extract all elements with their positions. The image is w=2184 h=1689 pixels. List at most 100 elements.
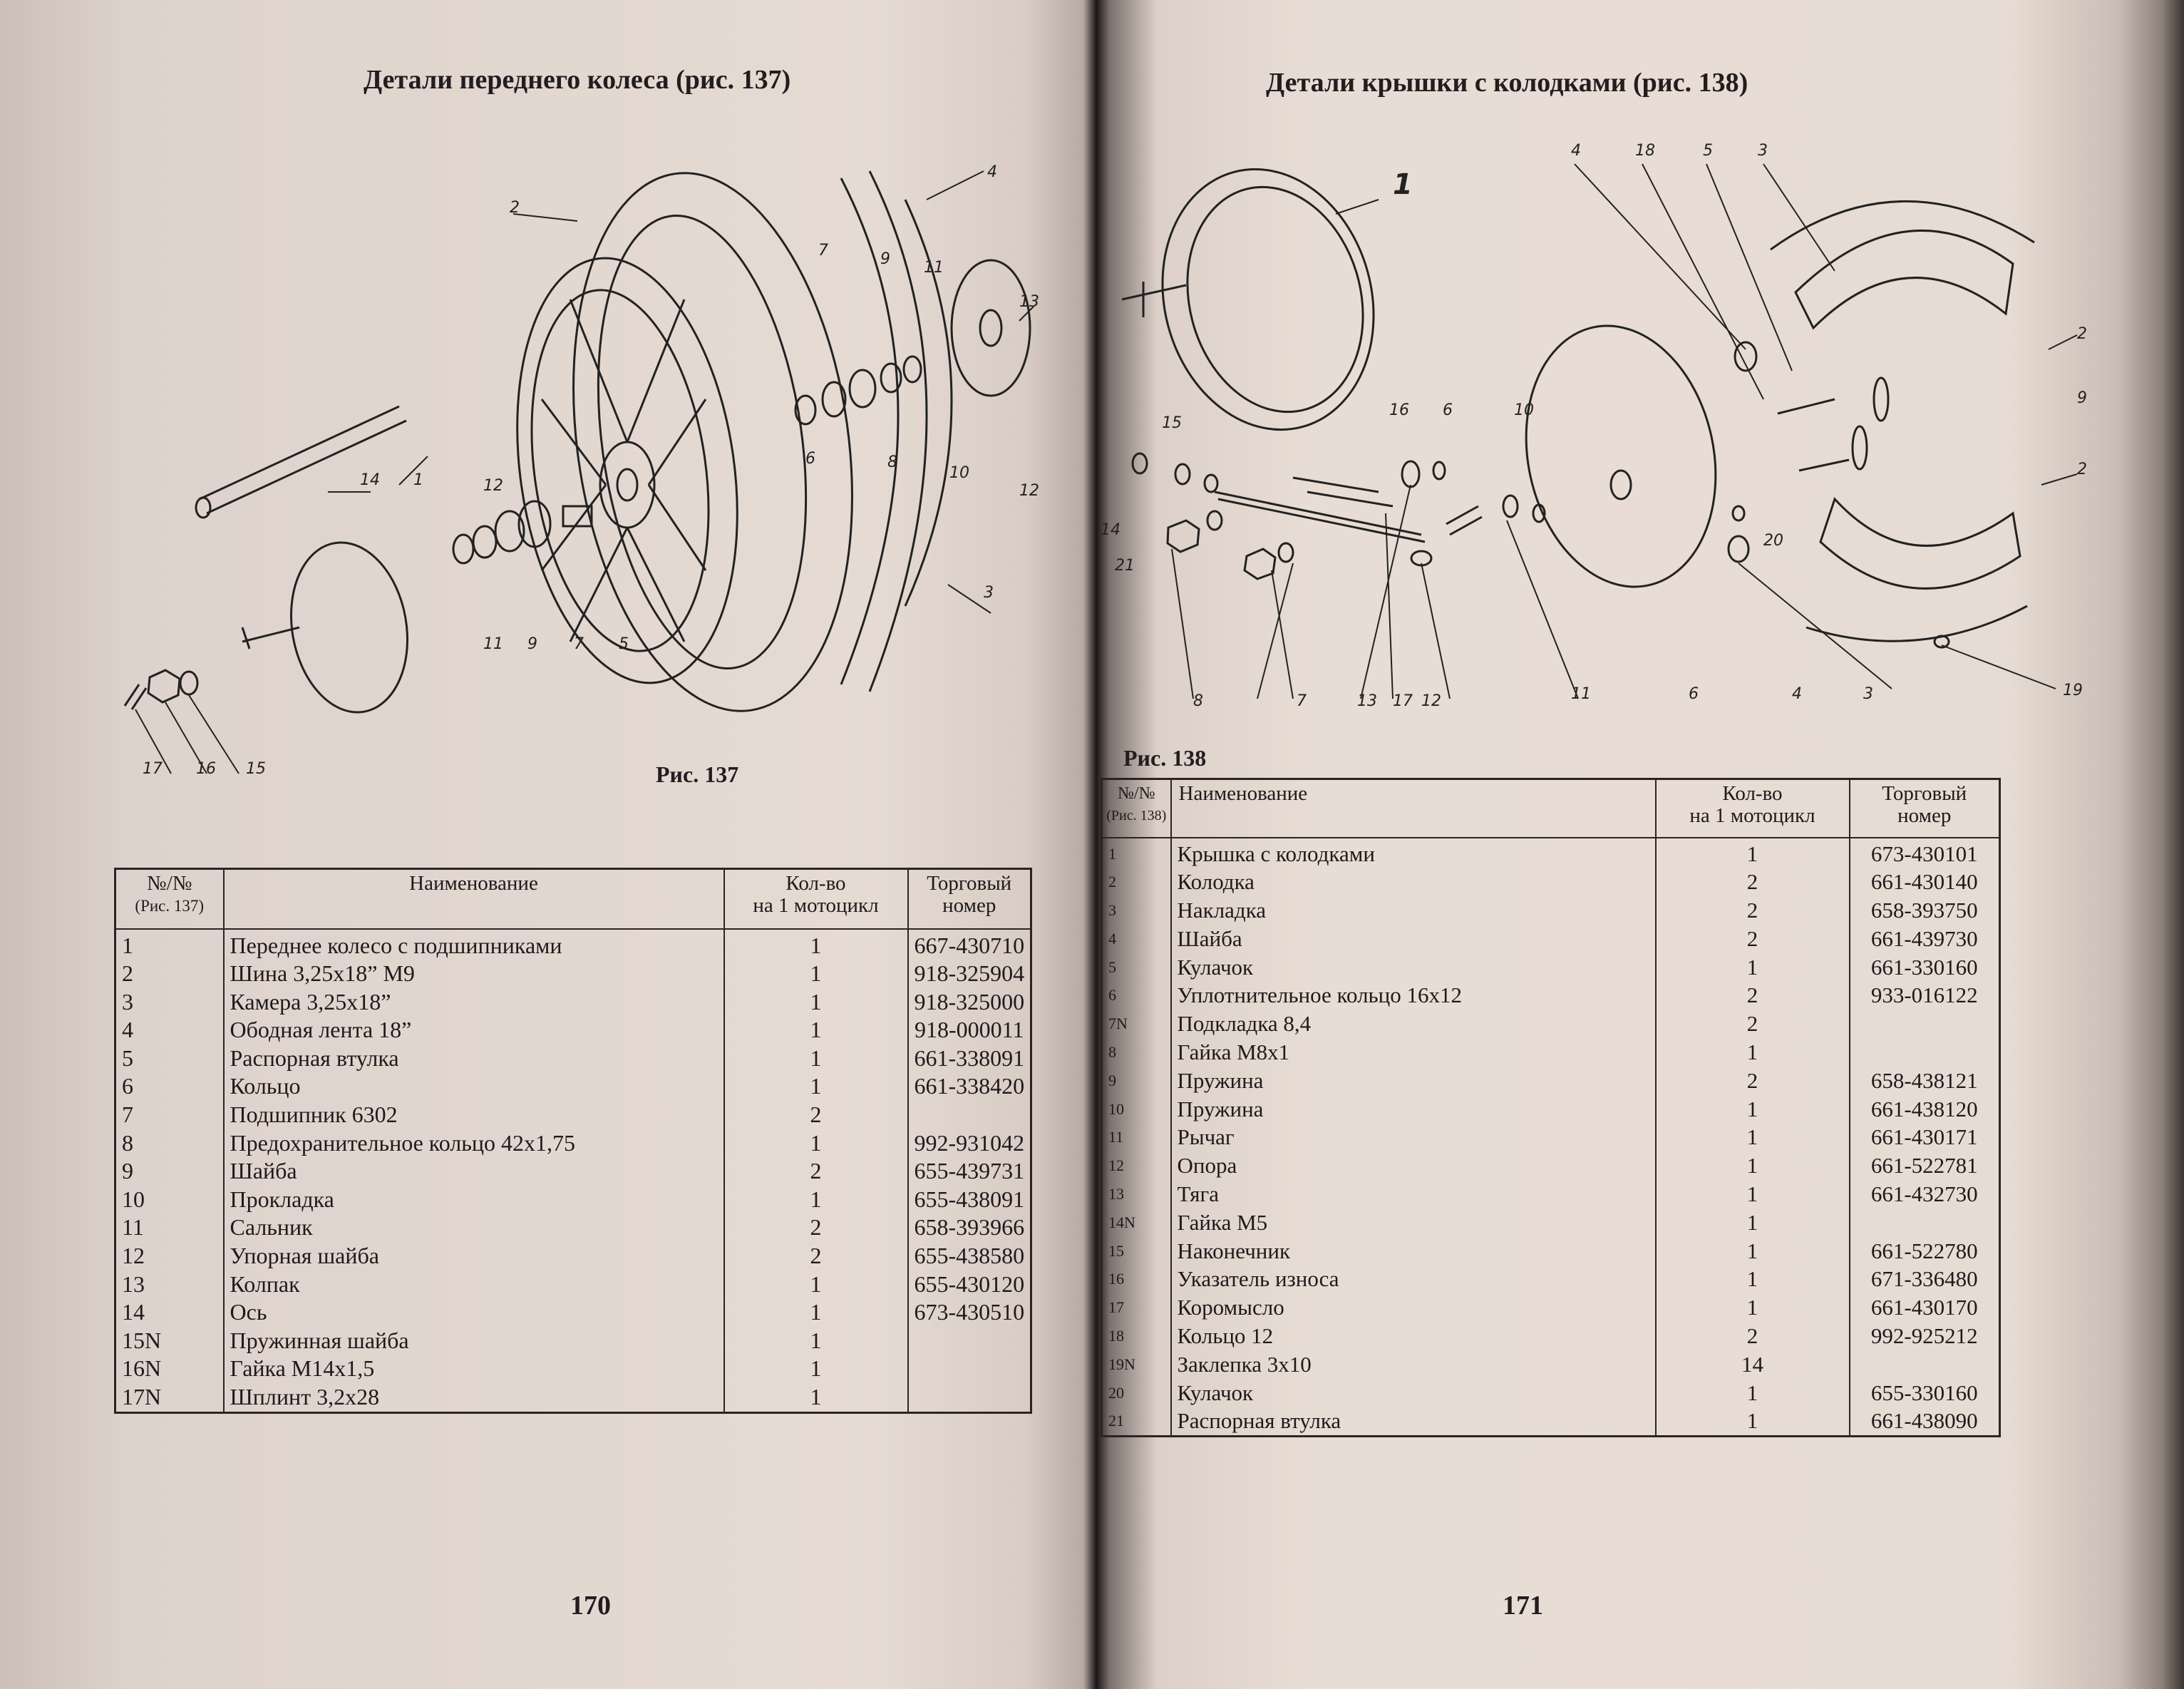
figure-137-callouts: 1 2 3 4 5 6 7 8 9 10 11 12 13 14 15 16 1… (143, 163, 1039, 778)
header-name: Наименование (1170, 778, 1657, 838)
svg-text:2: 2 (2077, 461, 2087, 478)
parts-table-fig-138: №/№ (Рис. 138) Наименование Кол-во на 1 … (1101, 778, 2001, 1438)
table-cell: 1 (1746, 954, 1758, 980)
spring-washer-drawing (179, 670, 199, 696)
table-cell: Наконечник (1177, 1238, 1291, 1263)
figure-caption: Рис. 138 (1123, 745, 1207, 771)
svg-text:16: 16 (1389, 401, 1409, 419)
svg-text:4: 4 (1571, 142, 1581, 160)
table-cell: Тяга (1177, 1181, 1220, 1207)
table-cell: 15 (1108, 1241, 1124, 1260)
table-cell: 1 (810, 1129, 822, 1156)
cap-drawing (950, 259, 1031, 397)
table-cell: 658-393966 (914, 1214, 1025, 1241)
table-cell: 918-325904 (914, 960, 1025, 987)
table-cell: 671-336480 (1870, 1266, 1978, 1292)
svg-text:4: 4 (1792, 685, 1802, 703)
table-cell: 661-438120 (1870, 1096, 1978, 1121)
svg-text:2: 2 (2077, 325, 2087, 343)
table-cell: Гайка М8х1 (1177, 1039, 1290, 1065)
table-cell: 667-430710 (914, 932, 1025, 958)
table-cell: 2 (1746, 869, 1758, 895)
table-cell: 2 (1746, 1011, 1758, 1037)
header-trade-number: Торговый номер (1848, 778, 2001, 838)
table-cell: 1 (810, 988, 822, 1015)
table-cell: 17 (1108, 1298, 1124, 1317)
svg-text:17: 17 (143, 760, 163, 778)
figure-caption: Рис. 137 (656, 761, 739, 787)
table-cell: 4 (1108, 929, 1116, 948)
table-header-row: №/№ (Рис. 138) Наименование Кол-во на 1 … (1101, 778, 2001, 838)
table-cell: 8 (1108, 1043, 1116, 1062)
table-cell: 5 (122, 1044, 133, 1071)
table-cell: 1 (810, 960, 822, 987)
table-cell: 13 (122, 1270, 145, 1297)
table-cell: Гайка М14х1,5 (230, 1355, 375, 1382)
table-cell: Коромысло (1177, 1295, 1284, 1320)
table-cell: 673-430510 (914, 1299, 1025, 1325)
figure-137-exploded-wheel: 1 2 3 4 5 6 7 8 9 10 11 12 13 14 15 16 1… (123, 163, 1039, 778)
table-cell: Шплинт 3,2х28 (230, 1384, 380, 1410)
table-cell: 8 (122, 1129, 133, 1156)
table-cell: Рычаг (1177, 1124, 1235, 1150)
table-cell: 661-430171 (1870, 1124, 1978, 1150)
table-cell: 1 (1746, 1181, 1758, 1207)
svg-text:1: 1 (1393, 168, 1413, 201)
table-cell: 6 (1108, 986, 1116, 1005)
table-cell: 661-430170 (1870, 1295, 1978, 1320)
table-cell: Прокладка (230, 1186, 334, 1212)
svg-text:11: 11 (924, 259, 944, 277)
table-cell: Шайба (230, 1158, 297, 1184)
table-cell: 1 (810, 1017, 822, 1043)
table-cell: 1 (1746, 1209, 1758, 1235)
table-cell: 661-430140 (1870, 869, 1978, 895)
header-quantity: Кол-во на 1 мотоцикл (723, 868, 909, 930)
table-cell: 1 (1746, 1039, 1758, 1065)
svg-text:10: 10 (1514, 401, 1534, 419)
table-cell: 2 (1746, 982, 1758, 1008)
table-cell: 16 (1108, 1270, 1124, 1288)
table-cell: 18 (1108, 1327, 1124, 1345)
table-cell: 661-439730 (1870, 925, 1978, 951)
table-header-row: №/№ (Рис. 137) Наименование Кол-во на 1 … (114, 868, 1032, 930)
table-cell: 14 (1741, 1351, 1763, 1377)
svg-text:9: 9 (527, 635, 537, 653)
table-cell (1856, 1010, 1994, 1038)
parts-table-fig-137: №/№ (Рис. 137) Наименование Кол-во на 1 … (114, 868, 1032, 1414)
table-cell: 918-000011 (915, 1017, 1024, 1043)
svg-text:11: 11 (1571, 685, 1591, 703)
table-cell: 2 (1746, 1323, 1758, 1349)
table-cell: 16N (122, 1355, 162, 1382)
brake-plate-drawing (290, 541, 408, 714)
svg-text:10: 10 (949, 464, 969, 482)
table-cell: 1 (1746, 1124, 1758, 1150)
table-cell: 17N (122, 1384, 162, 1410)
header-number: №/№ (Рис. 138) (1101, 778, 1172, 838)
table-cell (915, 1383, 1025, 1412)
table-cell: 661-432730 (1870, 1181, 1978, 1207)
table-cell: Распорная втулка (230, 1044, 399, 1071)
table-cell: 918-325000 (914, 988, 1025, 1015)
svg-text:12: 12 (1019, 482, 1039, 500)
table-cell: 20 (1108, 1383, 1124, 1402)
table-cell: 661-438090 (1870, 1408, 1978, 1434)
table-cell: Сальник (230, 1214, 313, 1241)
page-heading: Детали крышки с колодками (рис. 138) (1266, 68, 1748, 98)
table-cell: 992-925212 (1870, 1323, 1978, 1349)
table-cell: 992-931042 (914, 1129, 1025, 1156)
table-cell: 10 (1108, 1099, 1124, 1118)
table-cell: 6 (122, 1073, 133, 1099)
svg-text:6: 6 (805, 450, 815, 468)
figure-138-callouts: 1 2 2 3 3 4 4 5 6 6 7 8 9 10 11 12 13 14… (1101, 142, 2087, 710)
table-cell: 1 (810, 1384, 822, 1410)
table-cell: 1 (810, 1299, 822, 1325)
axle-drawing (199, 405, 407, 515)
table-cell: 11 (1108, 1128, 1124, 1146)
table-cell (915, 1355, 1025, 1383)
